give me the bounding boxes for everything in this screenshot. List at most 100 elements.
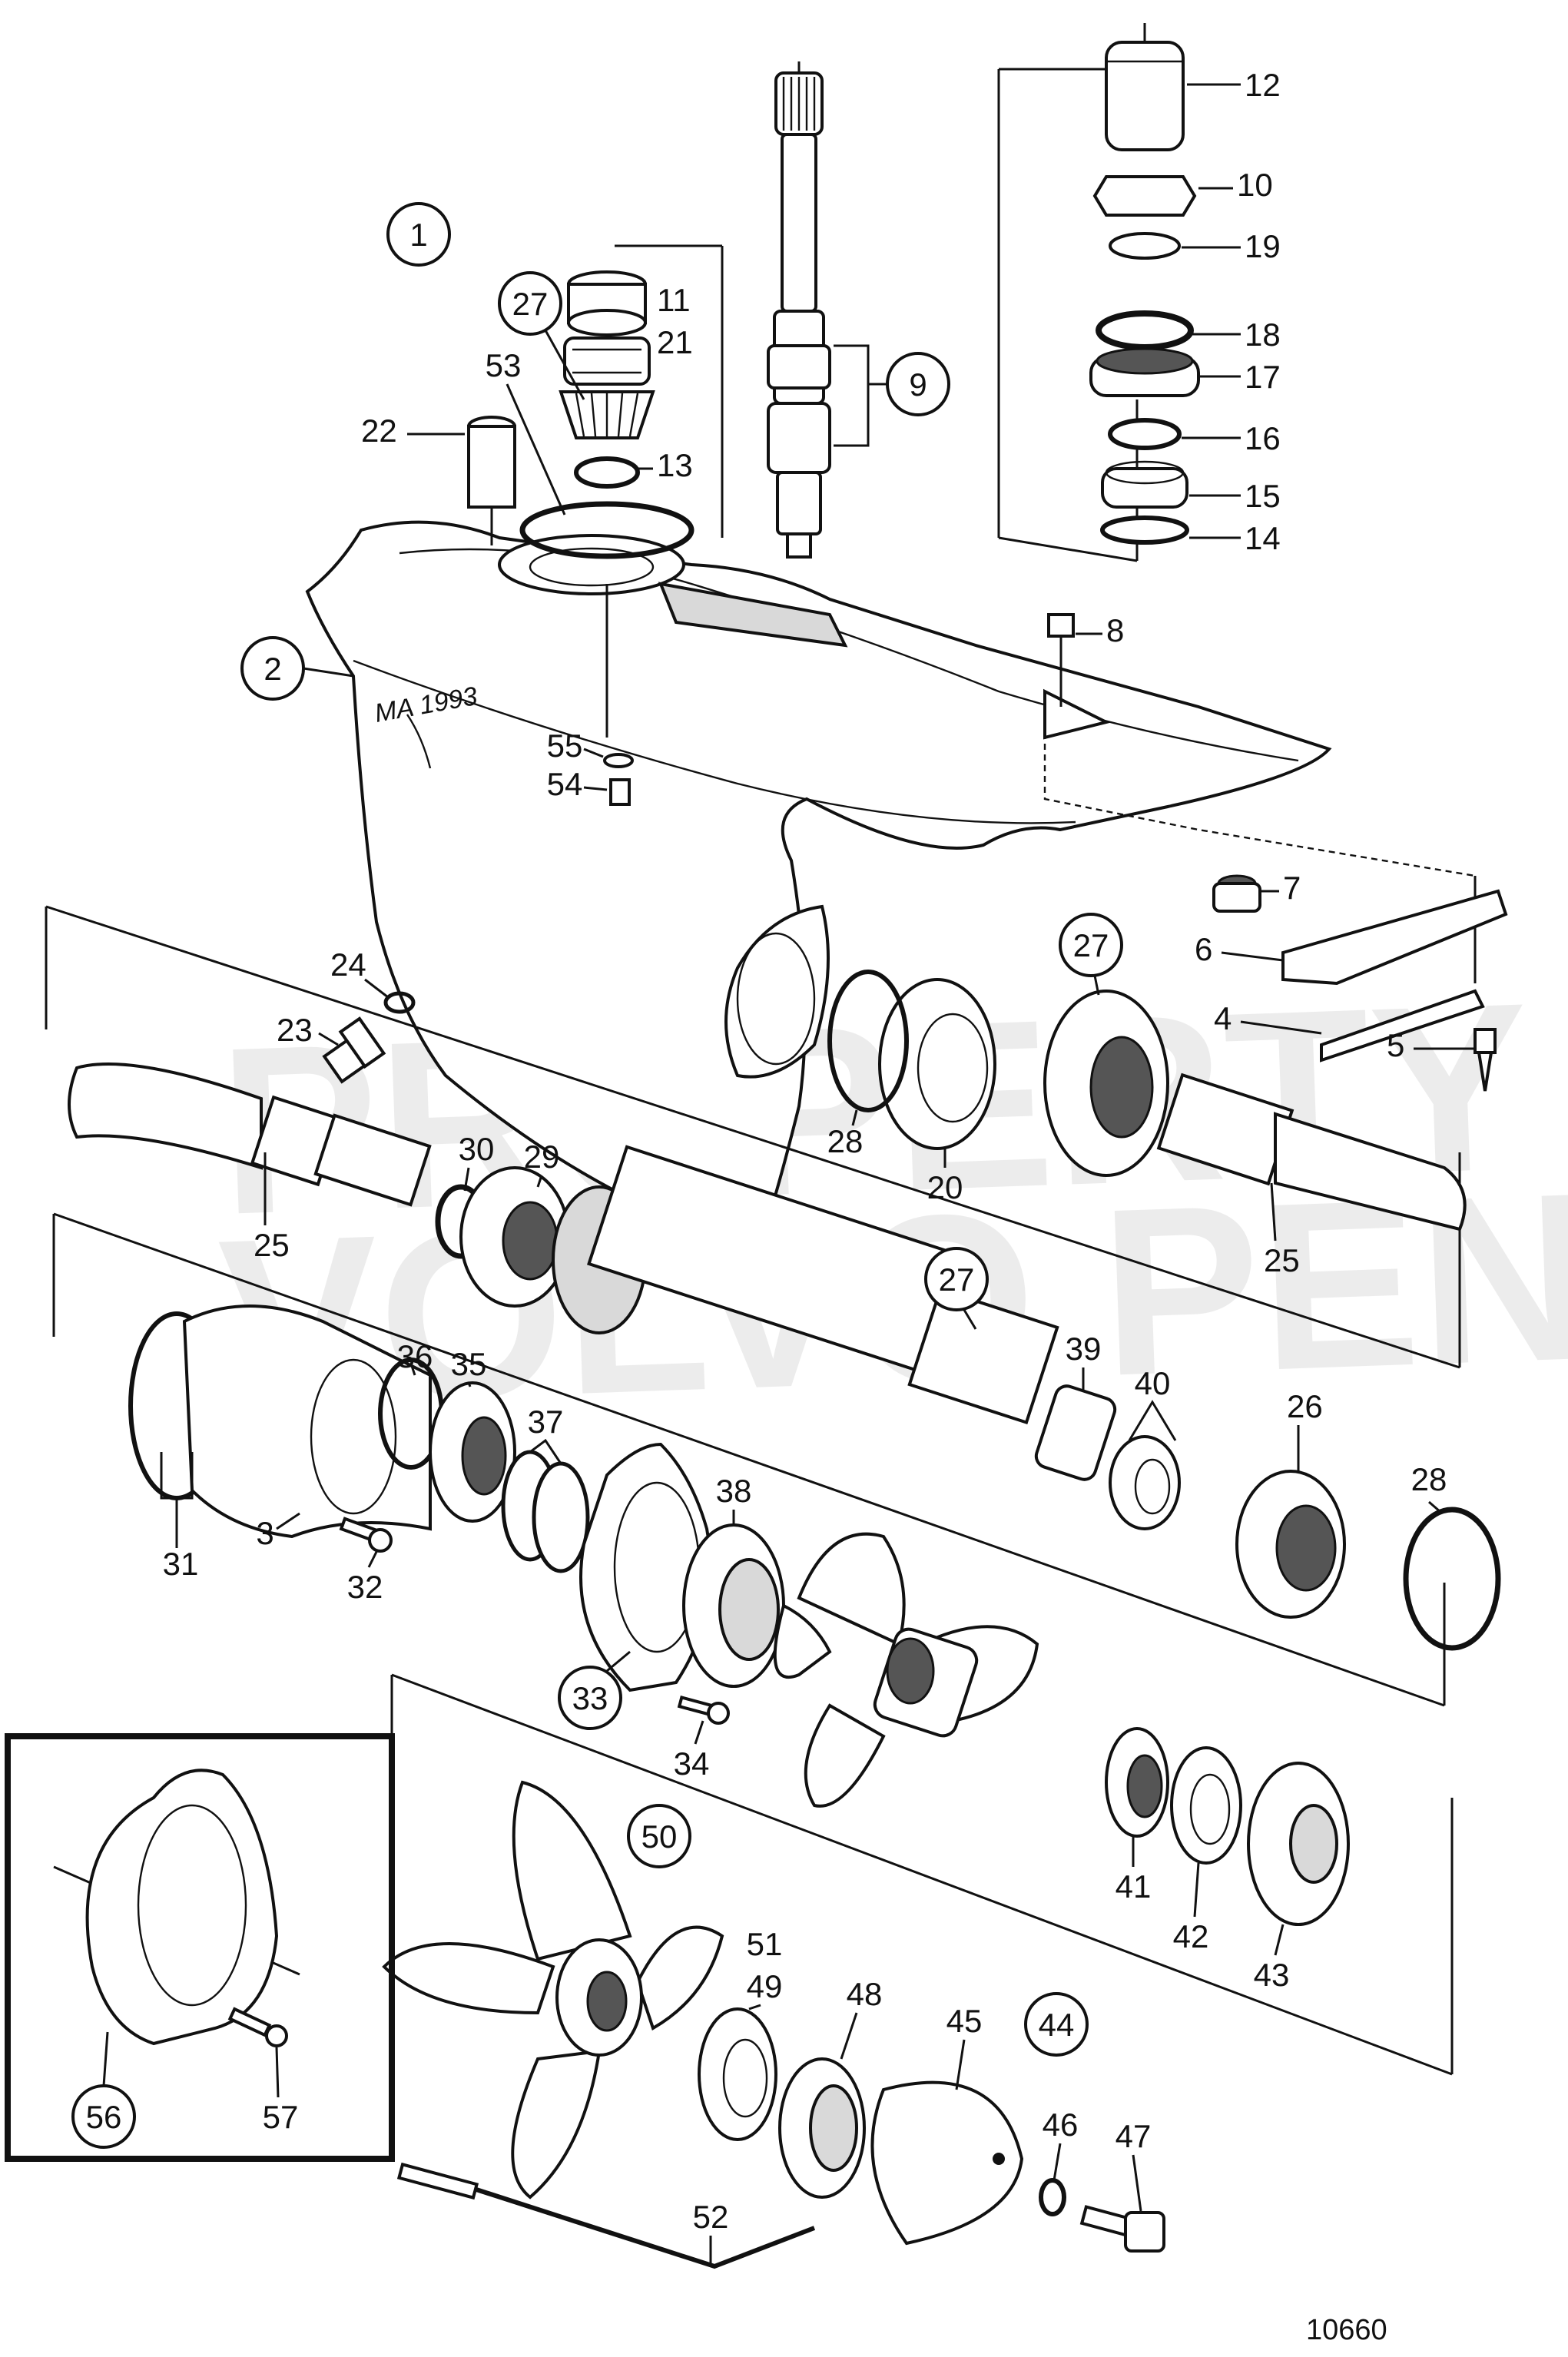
part-53-oring bbox=[519, 501, 694, 559]
part-52-tool bbox=[396, 2162, 816, 2269]
part-42-lock bbox=[1170, 1746, 1242, 1865]
label-13: 13 bbox=[657, 447, 693, 483]
propeller-front bbox=[773, 1532, 1039, 1808]
label-27-crown: 27 bbox=[1073, 927, 1109, 963]
label-52: 52 bbox=[693, 2199, 729, 2235]
part-41-spacer bbox=[1105, 1727, 1169, 1838]
label-53: 53 bbox=[486, 347, 522, 383]
part-39-bearing bbox=[1034, 1384, 1117, 1481]
label-38: 38 bbox=[716, 1473, 752, 1509]
label-12: 12 bbox=[1245, 67, 1281, 103]
part-54-screw bbox=[609, 778, 631, 806]
label-44: 44 bbox=[1039, 2007, 1075, 2043]
label-20: 20 bbox=[927, 1169, 963, 1205]
part-45-cone bbox=[870, 2080, 1024, 2246]
label-18: 18 bbox=[1245, 317, 1281, 353]
part-10-nut bbox=[1092, 175, 1197, 217]
label-39: 39 bbox=[1066, 1331, 1102, 1367]
part-25-shaft-right bbox=[1156, 1072, 1467, 1232]
part-26-bearing bbox=[1235, 1470, 1346, 1619]
part-38-ring bbox=[682, 1523, 785, 1688]
part-24-oring bbox=[383, 991, 416, 1014]
label-37: 37 bbox=[528, 1404, 564, 1440]
part-14-shim bbox=[1100, 515, 1189, 545]
label-7: 7 bbox=[1283, 870, 1301, 906]
part-32-screw bbox=[339, 1517, 393, 1553]
part-4-plate bbox=[1320, 989, 1485, 1062]
part-47-bolt bbox=[1079, 2205, 1165, 2253]
part-16-race bbox=[1108, 418, 1182, 450]
label-46: 46 bbox=[1043, 2107, 1079, 2143]
inset-box bbox=[5, 1733, 395, 2162]
part-21-bearing bbox=[563, 336, 651, 386]
label-48: 48 bbox=[847, 1976, 883, 2012]
part-8-screw bbox=[1047, 613, 1075, 707]
label-19: 19 bbox=[1245, 228, 1281, 264]
label-43: 43 bbox=[1254, 1957, 1290, 1993]
part-27-gear-center bbox=[552, 1145, 1059, 1425]
part-9-shaft bbox=[767, 71, 831, 559]
label-42: 42 bbox=[1173, 1918, 1209, 1954]
part-43-cone bbox=[1247, 1762, 1350, 1926]
label-27-top: 27 bbox=[512, 286, 549, 322]
label-41: 41 bbox=[1116, 1868, 1152, 1904]
label-27-center: 27 bbox=[939, 1261, 975, 1298]
label-34: 34 bbox=[674, 1745, 710, 1782]
label-15: 15 bbox=[1245, 478, 1281, 514]
label-2: 2 bbox=[264, 651, 281, 687]
label-9: 9 bbox=[909, 366, 927, 403]
label-4: 4 bbox=[1214, 1000, 1232, 1036]
part-49-nut bbox=[698, 2007, 777, 2141]
part-35-bearing bbox=[429, 1381, 516, 1523]
propeller-rear bbox=[382, 1780, 724, 2200]
part-20-bearing bbox=[878, 978, 996, 1150]
label-55: 55 bbox=[547, 728, 583, 764]
label-29: 29 bbox=[524, 1139, 560, 1175]
label-6: 6 bbox=[1195, 931, 1212, 967]
label-25-left: 25 bbox=[254, 1227, 290, 1263]
part-55-washer bbox=[603, 753, 634, 768]
part-34-screw bbox=[677, 1696, 730, 1725]
label-26: 26 bbox=[1287, 1388, 1323, 1424]
part-13-nut bbox=[574, 456, 640, 489]
label-45: 45 bbox=[946, 2003, 983, 2039]
label-31: 31 bbox=[163, 1546, 199, 1582]
label-57: 57 bbox=[263, 2099, 299, 2135]
label-30: 30 bbox=[459, 1131, 495, 1167]
part-25-shaft-left bbox=[68, 1062, 432, 1207]
label-33: 33 bbox=[572, 1680, 608, 1716]
part-17-bearing bbox=[1089, 347, 1200, 397]
part-5-rivet bbox=[1474, 1028, 1497, 1092]
part-22-sleeve bbox=[467, 416, 516, 545]
label-10: 10 bbox=[1237, 167, 1273, 203]
label-21: 21 bbox=[657, 324, 693, 360]
part-37-seals bbox=[501, 1450, 590, 1573]
part-19-washer bbox=[1109, 232, 1181, 260]
part-11-cup bbox=[567, 270, 647, 336]
label-24: 24 bbox=[330, 946, 366, 983]
part-3-housing bbox=[128, 1304, 432, 1539]
label-23: 23 bbox=[277, 1012, 313, 1048]
part-29-bearing bbox=[459, 1166, 570, 1308]
label-36: 36 bbox=[397, 1338, 433, 1374]
label-25-right: 25 bbox=[1264, 1242, 1300, 1278]
part-28-ring-top bbox=[827, 970, 909, 1112]
part-48-washer bbox=[778, 2057, 866, 2199]
label-54: 54 bbox=[547, 766, 583, 802]
label-17: 17 bbox=[1245, 359, 1281, 395]
part-27-crown-gear bbox=[1043, 990, 1169, 1177]
part-6-anode bbox=[1281, 889, 1508, 986]
label-11: 11 bbox=[657, 282, 691, 318]
label-47: 47 bbox=[1116, 2118, 1152, 2154]
label-49: 49 bbox=[747, 1968, 783, 2004]
label-22: 22 bbox=[361, 413, 397, 449]
part-46-washer bbox=[1039, 2178, 1066, 2216]
figure-id: 10660 bbox=[1306, 2314, 1387, 2346]
label-51: 51 bbox=[747, 1926, 783, 1962]
label-1: 1 bbox=[409, 217, 427, 253]
label-16: 16 bbox=[1245, 420, 1281, 456]
callout-labels: 1 2 3 4 5 6 7 8 9 10 11 12 13 14 15 16 1… bbox=[71, 67, 1475, 2346]
part-7-plug bbox=[1212, 874, 1261, 913]
label-28-top: 28 bbox=[827, 1123, 864, 1159]
label-40: 40 bbox=[1135, 1365, 1171, 1401]
